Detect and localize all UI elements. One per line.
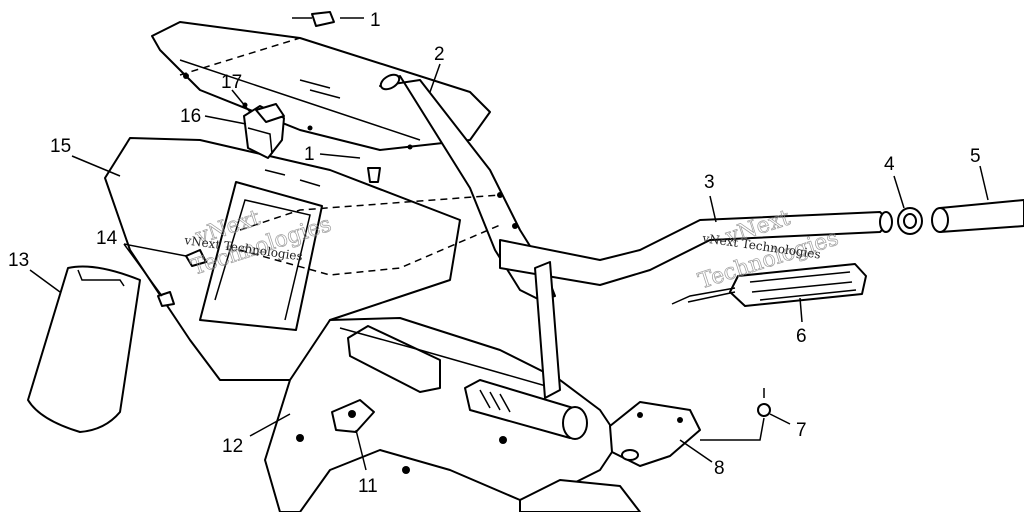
leader-lines xyxy=(29,17,989,471)
callout-6: 6 xyxy=(796,326,807,347)
callout-15: 15 xyxy=(50,136,71,157)
callout-5: 5 xyxy=(970,146,981,167)
callout-13: 13 xyxy=(8,250,29,271)
callout-8: 8 xyxy=(714,458,725,479)
grip-tube-right xyxy=(931,199,1024,233)
callout-16: 16 xyxy=(180,106,201,127)
reference-line-top xyxy=(179,37,301,76)
lower-frame xyxy=(264,317,621,512)
steering-post xyxy=(464,261,588,440)
callout-7: 7 xyxy=(796,420,807,441)
bar-end-cap xyxy=(897,207,923,235)
windshield-piece xyxy=(27,265,141,433)
reference-line-nut xyxy=(700,417,765,441)
screw-top xyxy=(292,11,335,27)
heated-grip xyxy=(671,263,867,307)
callout-1-mid: 1 xyxy=(304,144,315,165)
callout-17: 17 xyxy=(221,72,242,93)
callout-12: 12 xyxy=(222,436,243,457)
screw-mid xyxy=(367,167,381,183)
callout-11: 11 xyxy=(358,476,378,497)
callout-3: 3 xyxy=(704,172,715,193)
callout-4: 4 xyxy=(884,154,895,175)
callout-1-top: 1 xyxy=(370,10,381,31)
callout-14: 14 xyxy=(96,228,118,249)
callout-2: 2 xyxy=(434,44,445,65)
switch-housing xyxy=(243,103,285,159)
handlebar xyxy=(499,211,893,286)
console-body xyxy=(104,137,518,381)
nut-7 xyxy=(757,388,771,417)
handlebar-clamp xyxy=(519,401,701,512)
screw-14a xyxy=(185,249,207,267)
bushing-11 xyxy=(331,399,375,433)
